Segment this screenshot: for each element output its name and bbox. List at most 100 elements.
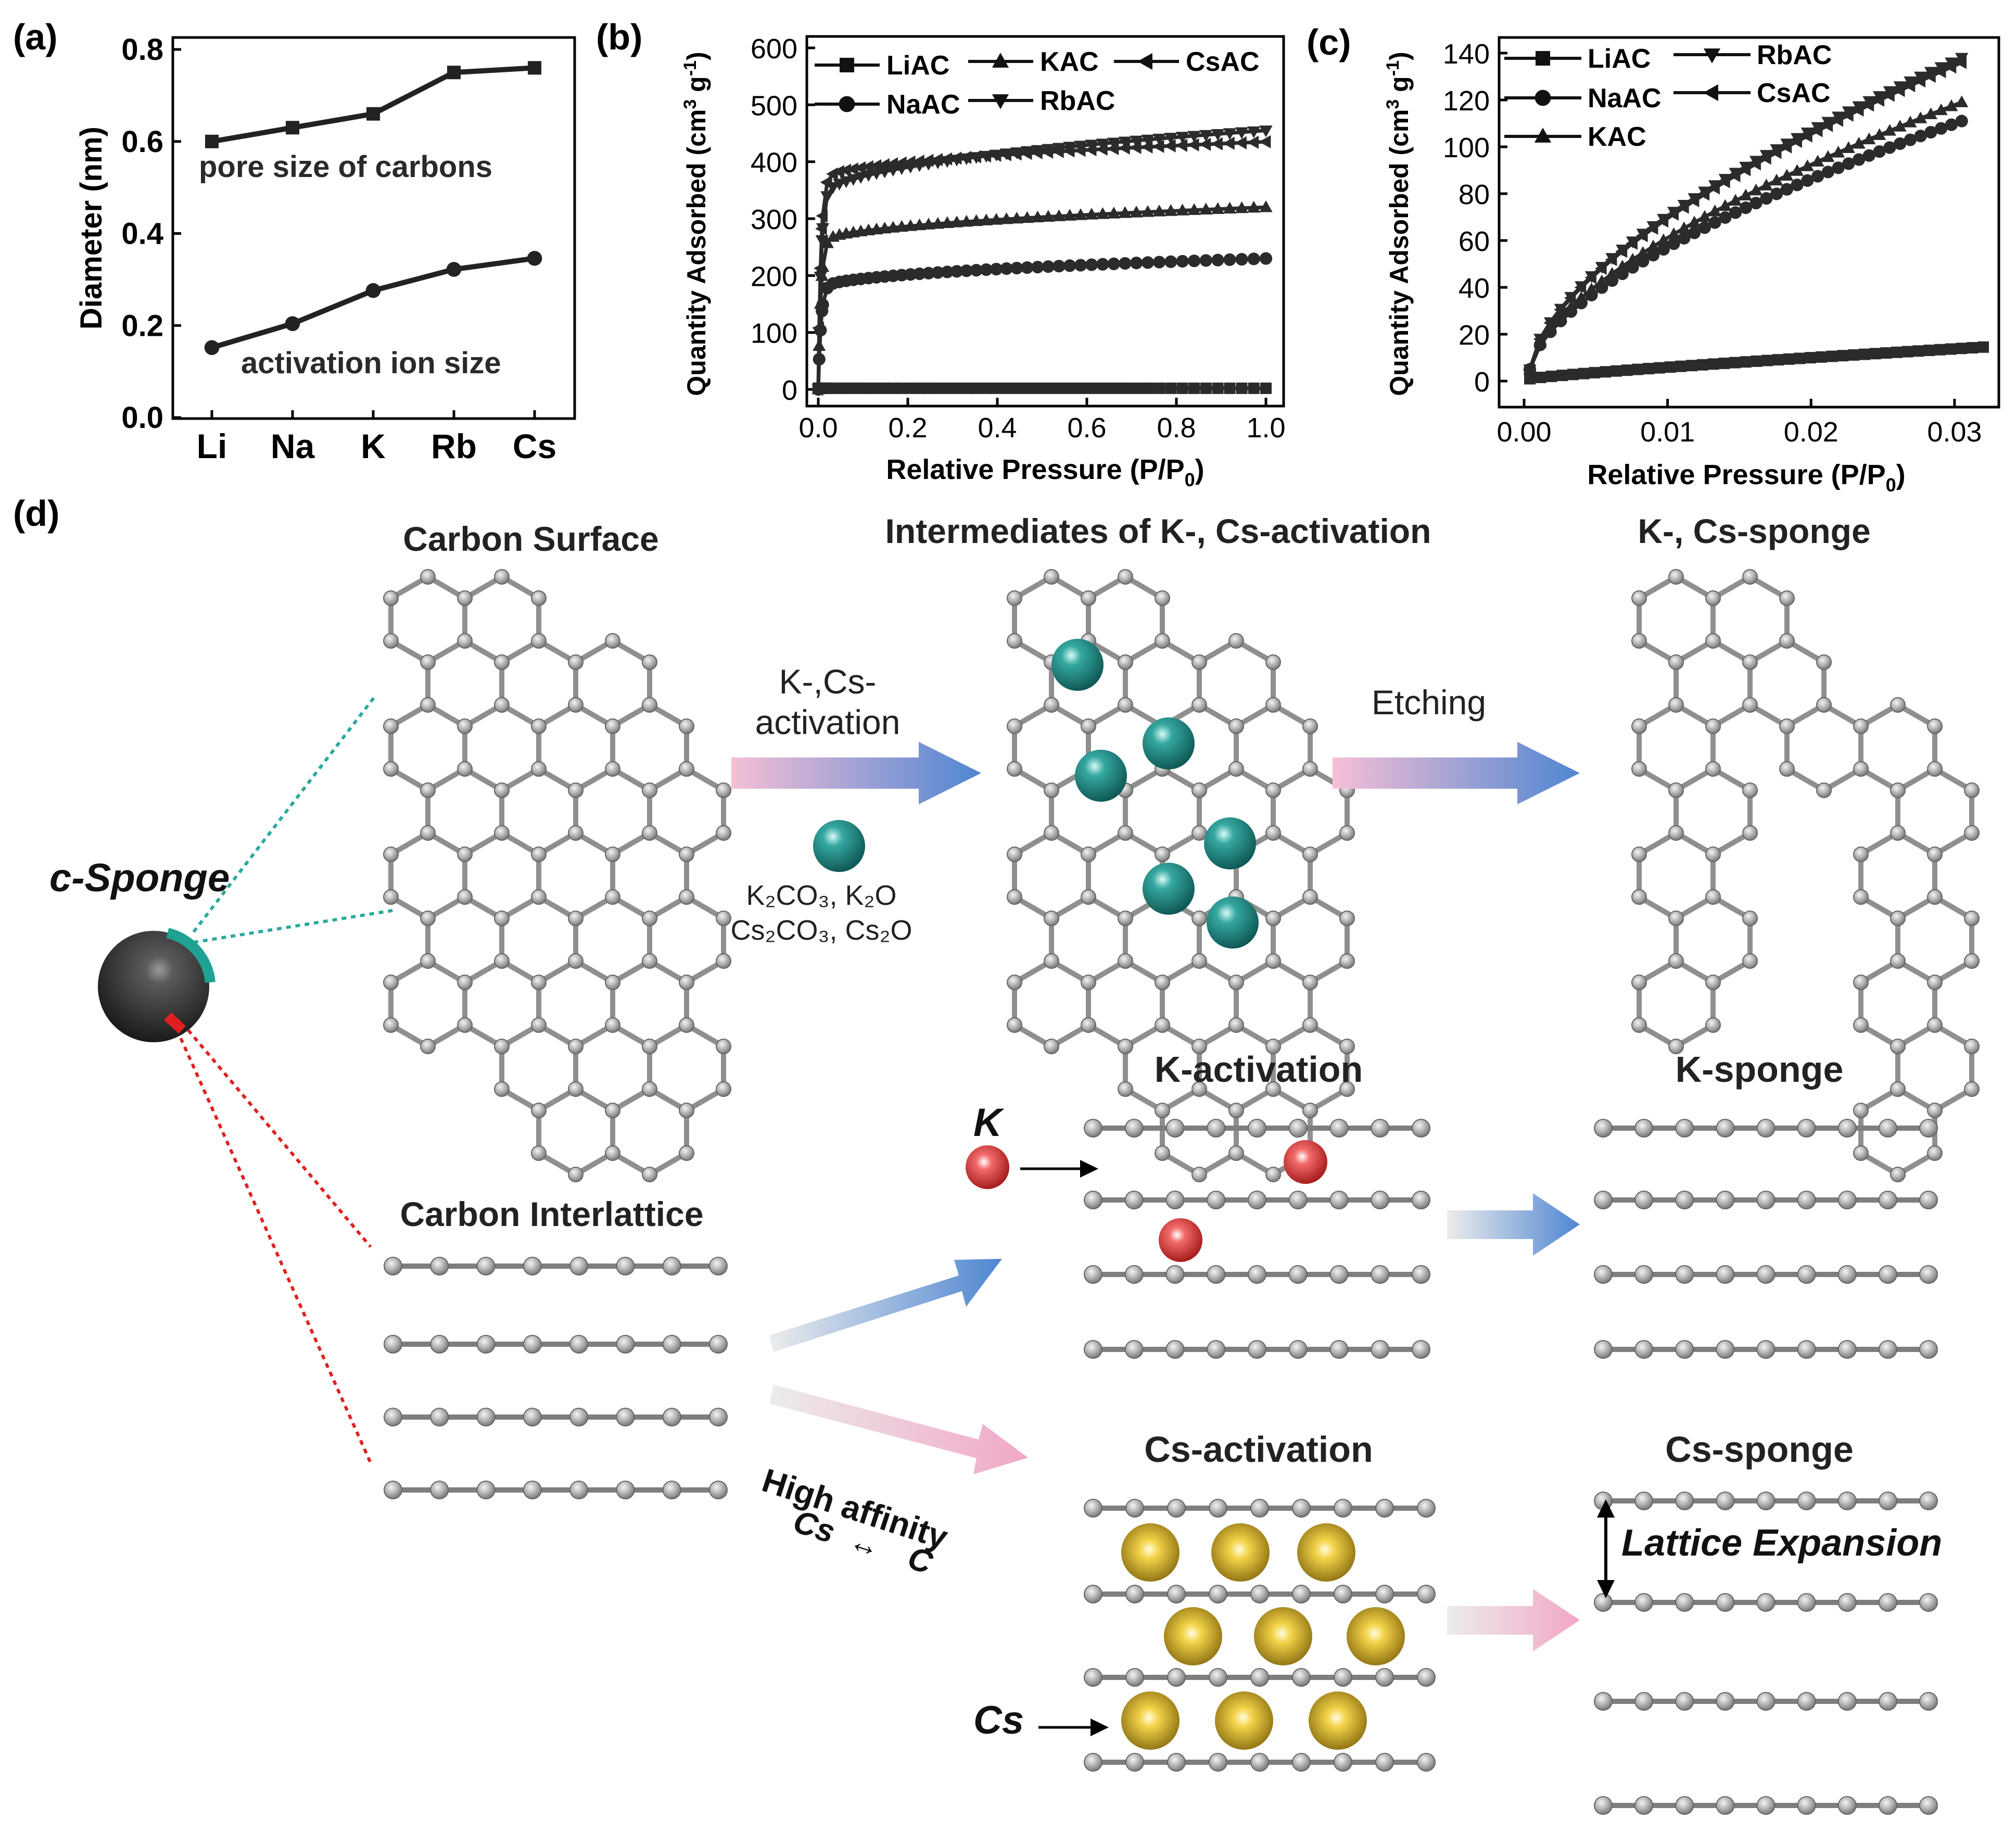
cs-c-right: C — [904, 1540, 937, 1582]
carbon-atom — [716, 911, 731, 926]
chart-b-ytick-label: 500 — [751, 90, 797, 121]
carbon-atom — [1890, 911, 1906, 926]
carbon-atom — [1716, 1191, 1735, 1209]
chart-b-point — [1176, 132, 1189, 144]
chart-c-point — [1718, 357, 1730, 369]
k-sponge-title: K-sponge — [1676, 1049, 1844, 1090]
carbon-atom — [1329, 1119, 1349, 1138]
chart-c-point — [1894, 137, 1907, 150]
carbon-atom — [384, 1257, 402, 1275]
chart-c-point — [1584, 271, 1596, 284]
chart-c-xtick-label: 0.01 — [1640, 416, 1695, 448]
carbon-atom — [1631, 761, 1647, 777]
carbon-atom — [476, 1257, 496, 1275]
to-k-activation-arrow — [769, 1259, 1002, 1352]
carbon-atom — [616, 1335, 635, 1354]
carbon-atom — [1927, 1103, 1943, 1118]
chart-b-ytick-label: 600 — [751, 33, 797, 65]
chart-b-ytick-label: 0 — [782, 375, 797, 406]
chart-c-point — [1545, 370, 1557, 382]
k-atom-label: K — [973, 1101, 1005, 1145]
chart-a-point — [446, 262, 462, 277]
chart-b-point — [1176, 204, 1189, 216]
chart-c-point — [1923, 344, 1935, 356]
chart-b-point — [1097, 382, 1109, 394]
cs-insert-arrow-head — [1091, 1719, 1109, 1736]
chart-b-point — [1096, 258, 1109, 271]
chart-c-point — [1848, 349, 1860, 361]
chart-b-point — [1187, 131, 1201, 143]
chart-b-point — [1188, 254, 1201, 268]
chart-a-point — [204, 340, 220, 355]
carbon-atom — [1878, 1692, 1897, 1711]
chart-b-point — [1074, 259, 1087, 272]
carbon-atom — [1371, 1340, 1390, 1359]
chart-c-point — [1780, 183, 1793, 196]
chart-c-point — [1842, 157, 1855, 170]
chart-c-point — [1935, 122, 1948, 135]
carbon-atom — [1919, 1119, 1938, 1138]
chart-c-point — [1688, 216, 1701, 228]
carbon-atom — [1716, 1340, 1735, 1359]
chart-c-point — [1858, 348, 1870, 360]
etching-arrow — [1333, 742, 1580, 804]
chart-c-point — [1616, 259, 1629, 272]
chart-c-point — [1621, 364, 1633, 376]
chart-b-point — [1107, 137, 1121, 150]
chart-b-point — [951, 382, 963, 394]
carbon-atom — [457, 718, 473, 734]
chart-c-point — [1783, 353, 1795, 365]
chart-b-point — [1096, 207, 1110, 219]
activation-label-1: K-,Cs- — [779, 662, 877, 701]
carbon-atom — [605, 718, 620, 734]
chart-c-point — [1564, 291, 1576, 305]
chart-c-point — [1914, 130, 1927, 143]
chart-c-point — [1891, 346, 1903, 358]
carbon-atom — [523, 1408, 542, 1426]
carbon-atom — [1964, 953, 1980, 969]
intermediate-lattice — [1007, 569, 1355, 1182]
reagents-line-2: Cs₂CO₃, Cs₂O — [731, 915, 912, 946]
chart-c-point — [1675, 360, 1687, 372]
carbon-atom — [383, 1017, 399, 1033]
chart-c-point — [1696, 359, 1708, 371]
chart-b-point — [812, 321, 825, 335]
carbon-atom — [1007, 718, 1022, 734]
chart-c-point — [1575, 291, 1588, 303]
carbon-atom — [420, 911, 436, 926]
carbon-atom — [420, 697, 436, 713]
carbon-atom — [1890, 953, 1906, 969]
chart-c-legend-marker — [1536, 51, 1550, 66]
chart-c-point — [1739, 188, 1753, 201]
carbon-atom — [1594, 1191, 1613, 1209]
carbon-atom — [1919, 1796, 1938, 1815]
carbon-surface-title: Carbon Surface — [403, 520, 658, 558]
chart-c-ytick-label: 140 — [1443, 39, 1490, 70]
chart-b-point — [1052, 145, 1064, 158]
carbon-atom — [1044, 1039, 1059, 1054]
chart-b-point — [1010, 211, 1023, 224]
chart-c-point — [1913, 111, 1928, 123]
carbon-atom — [1797, 1265, 1816, 1284]
carbon-atom — [476, 1481, 496, 1499]
carbon-atom — [1228, 718, 1244, 734]
chart-b-legend-label: LiAC — [886, 50, 949, 81]
chart-a-xtick-label: Cs — [513, 427, 556, 465]
chart-b-point — [1118, 141, 1130, 155]
chart-c-point — [1801, 159, 1815, 171]
carbon-atom — [1878, 1492, 1897, 1510]
carbon-atom — [1779, 633, 1795, 649]
carbon-atom — [1668, 782, 1684, 798]
teal-atom — [1204, 817, 1256, 869]
carbon-atom — [531, 1103, 547, 1118]
carbon-atom — [1084, 1340, 1102, 1359]
carbon-atom — [1329, 1265, 1349, 1284]
carbon-atom — [1837, 1796, 1857, 1815]
chart-b-point — [1235, 136, 1247, 149]
carbon-atom — [1207, 1340, 1226, 1359]
chart-b-legend-label: KAC — [1040, 47, 1099, 77]
cs-atom — [1347, 1607, 1405, 1665]
chart-b-point — [941, 216, 954, 228]
carbon-atom — [1837, 1593, 1857, 1612]
chart-b-xtick-label: 0.8 — [1157, 412, 1196, 444]
